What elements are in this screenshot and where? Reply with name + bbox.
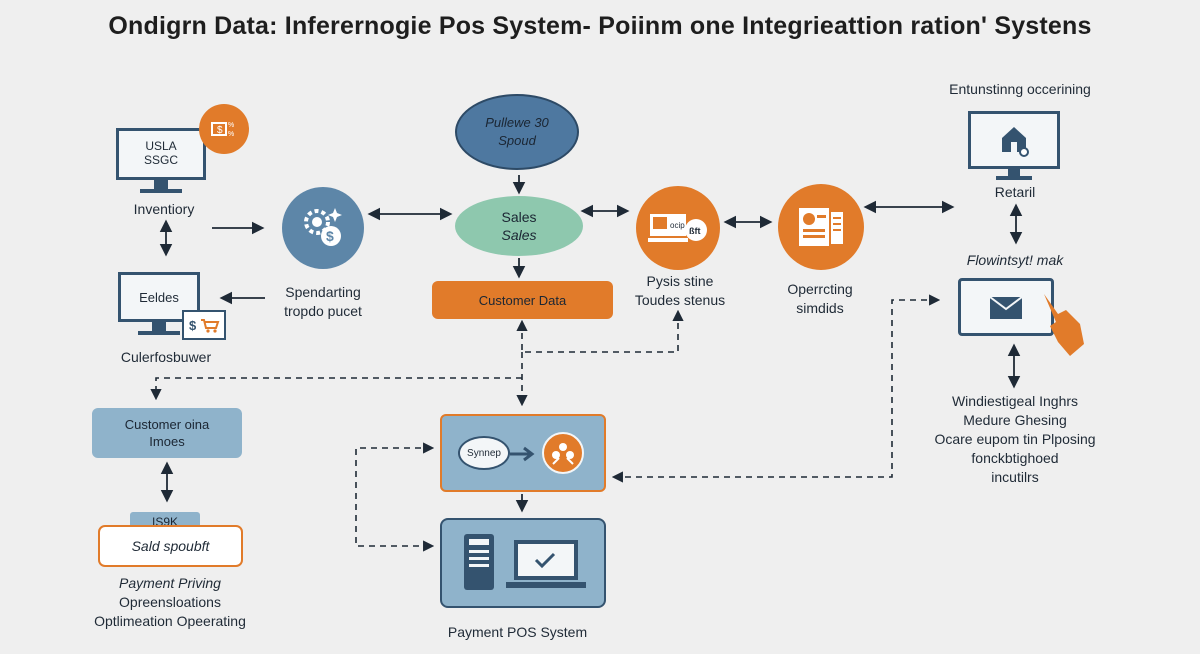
monitor-base [996,176,1032,180]
inventory-node: USLA SSGC [116,128,208,198]
dashed-right-loop [611,294,941,483]
payment-text-2: Opreensloations [119,594,221,610]
pos-system-label: Payment POS System [447,624,588,640]
operating-node [778,184,864,270]
sal-box: Sald spoubft [98,525,243,567]
terminal-laptop-icon [464,534,586,590]
pos-system-box [440,518,606,608]
inventory-label: Inventiory [133,201,195,217]
monitor-stand [1008,169,1020,177]
inventory-monitor: USLA SSGC [116,128,206,180]
customer-times-1: Customer oina [124,417,210,432]
sales-text-2: Sales [501,227,537,243]
dashed-left-loop [150,377,522,401]
right-text-block: Windiestigeal Inghrs Medure Ghesing Ocar… [900,392,1130,487]
envelope-icon [989,296,1023,319]
svg-text:$: $ [326,228,334,244]
operating-label-1: Operrcting [787,281,853,297]
customer-times-box: Customer oina Imoes [92,408,242,458]
cloud-text-2: Spoud [498,133,536,148]
tag-bubble-icon: $ % % [199,104,249,154]
retail-node [968,111,1060,181]
gears-node: $ [282,187,364,269]
document-icon [799,208,843,246]
hand-pointer-icon [1044,294,1084,356]
monitor-base [140,189,182,193]
dashed-customer-pos [516,309,684,353]
sync-box: Synnep [440,414,606,492]
house-monitor-icon [1002,127,1029,157]
payment-text-block: Payment Priving Opreensloations Optlimea… [70,574,270,631]
svg-text:%: % [228,122,234,129]
customer-times-2: Imoes [149,434,185,449]
right-text-2: Medure Ghesing [963,412,1067,428]
flow-node [958,278,1098,358]
flow-label: Flowintsyt! mak [966,252,1064,268]
tablet [958,278,1054,336]
cart-icon: $ [182,310,226,340]
operating-label-2: simdids [796,300,844,316]
gears-label-1: Spendarting [285,284,361,300]
right-text-3: Ocare eupom tin Plposing [934,431,1096,447]
pos-register-icon: ocip ßft [648,214,707,242]
payment-text-3: Optlimeation Opeerating [94,613,246,629]
pos-node: ocip ßft [636,186,720,270]
retail-label: Retaril [994,184,1036,200]
gears-label: Spendarting tropdo pucet [262,283,384,321]
operating-label: Operrcting simdids [760,280,880,318]
inventory-screen-text-2: SSGC [143,153,178,167]
customer-data-box: Customer Data [432,281,613,319]
retail-monitor [968,111,1060,169]
gears-label-2: tropdo pucet [284,303,362,319]
dashed-sync-loop [355,442,435,552]
sales-text-1: Sales [501,209,537,225]
monitor-base [138,331,180,335]
pos-label-2: Toudes stenus [634,292,726,308]
svg-text:$: $ [217,125,223,136]
eeldes-screen-text: Eeldes [139,289,179,305]
svg-text:%: % [228,131,234,138]
monitor-stand [152,322,166,332]
right-text-5: incutilrs [991,469,1039,485]
gear-dollar-icon: $ [304,208,342,246]
right-text-1: Windiestigeal Inghrs [951,393,1079,409]
sync-pill: Synnep [458,436,510,470]
eeldes-node: Eeldes $ [118,272,230,344]
right-text-4: fonckbtighoed [971,450,1059,466]
pos-label: Pysis stine Toudes stenus [620,272,740,310]
inventory-screen-text-1: USLA [145,139,177,153]
people-icon [542,432,584,474]
cloud-node: Pullewe 30 Spoud [455,94,579,170]
sync-arrow-icon [510,446,535,462]
diagram-title: Ondigrn Data: Inferernogie Pos System- P… [108,12,1092,40]
pos-label-1: Pysis stine [646,273,714,289]
payment-text-1: Payment Priving [119,575,221,591]
svg-text:$: $ [189,318,197,333]
svg-text:ßft: ßft [689,226,701,236]
monitor-stand [154,180,168,190]
cloud-text-1: Pullewe 30 [485,115,549,130]
eeldes-label: Culerfosbuwer [120,349,212,365]
sales-node: Sales Sales [455,196,583,256]
svg-text:ocip: ocip [670,221,685,230]
retail-top-label: Entunstinng occerining [949,81,1091,97]
